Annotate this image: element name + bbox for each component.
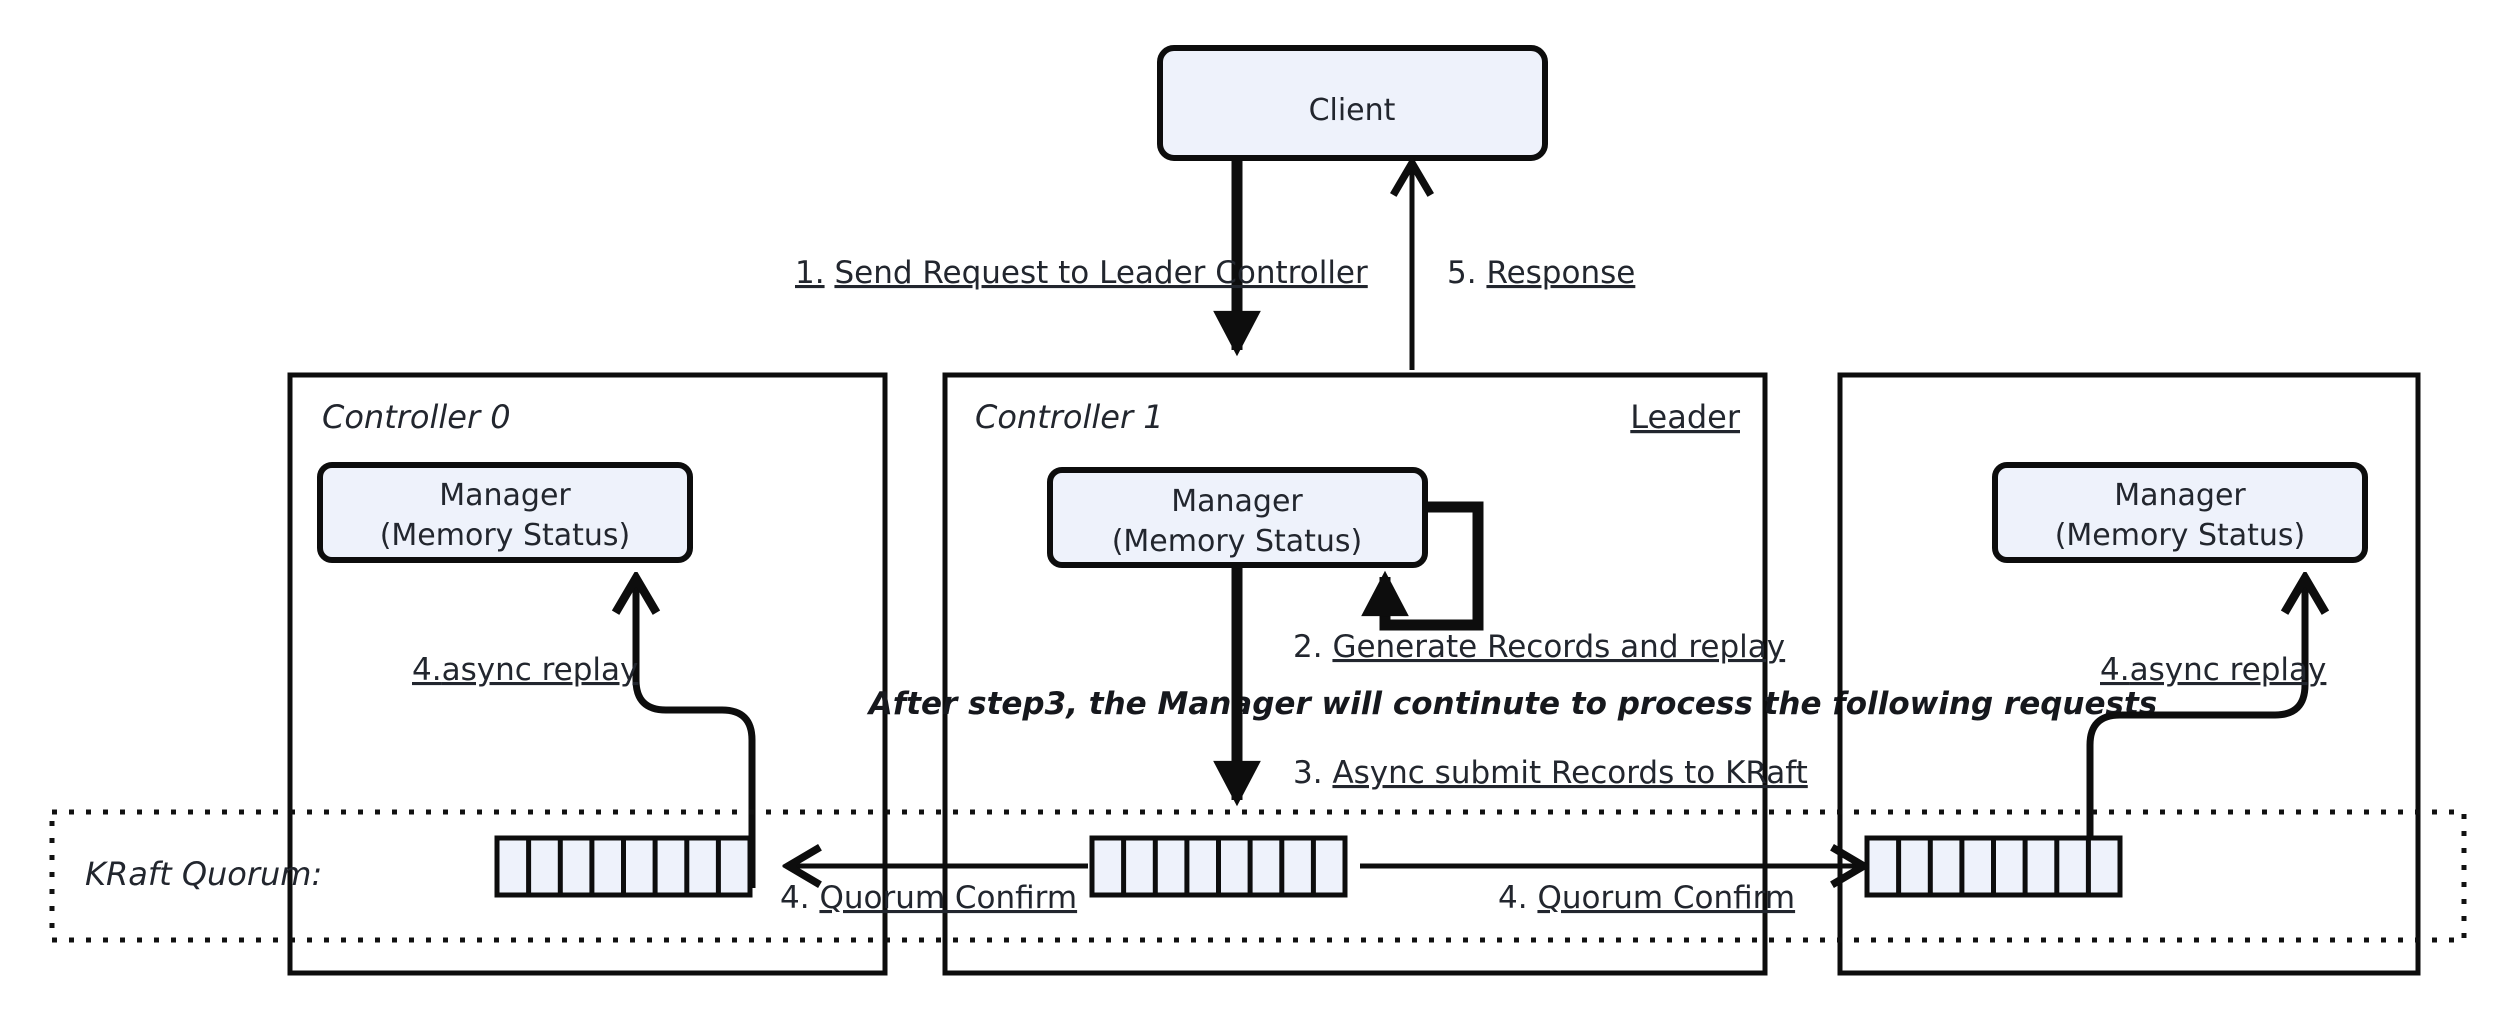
controller-2-manager-line1: Manager — [2114, 478, 2246, 513]
step2-label: 2. Generate Records and replay — [1293, 629, 1785, 665]
step4-left-text: Quorum Confirm — [819, 880, 1077, 916]
step3-number: 3. — [1293, 755, 1323, 791]
client-node[interactable]: Client — [1157, 45, 1548, 161]
controller-2-async-replay-num: 4. — [2100, 652, 2130, 688]
controller-2-box — [1837, 372, 2421, 976]
controller-1-title: Controller 1 — [975, 398, 1164, 436]
step4-left-number: 4. — [780, 880, 810, 916]
controller-1-box — [942, 372, 1768, 976]
step4-right-label: 4. Quorum Confirm — [1498, 880, 1795, 916]
step5-text: Response — [1486, 255, 1635, 291]
controller-0-manager-line2: (Memory Status) — [380, 518, 631, 553]
controller-1-leader-badge: Leader — [1630, 398, 1741, 436]
step2-text: Generate Records and replay — [1332, 629, 1785, 665]
log-segment-controller-2[interactable] — [1864, 835, 2123, 898]
step1-text: Send Request to Leader Controller — [834, 255, 1368, 291]
step3-text: Async submit Records to KRaft — [1332, 755, 1807, 791]
controller-0-title: Controller 0 — [322, 398, 511, 436]
step2-number: 2. — [1293, 629, 1323, 665]
step4-right-text: Quorum Confirm — [1537, 880, 1795, 916]
kraft-quorum-label: KRaft Quorum: — [85, 855, 322, 893]
controller-0[interactable]: Controller 0 Manager (Memory Status) — [287, 372, 888, 976]
controller-1[interactable]: Controller 1 Leader Manager (Memory Stat… — [942, 372, 1768, 976]
step4-right-number: 4. — [1498, 880, 1528, 916]
controller-0-manager-box[interactable] — [317, 462, 693, 563]
controller-2-async-replay-arrow — [2086, 580, 2305, 888]
step1-number: 1. — [795, 255, 825, 291]
controller-2-async-replay-text: async replay — [2130, 652, 2327, 688]
controller-0-async-replay-text: async replay — [442, 652, 639, 688]
process-note: After step3, the Manager will continute … — [866, 686, 2158, 722]
client-box — [1157, 45, 1548, 161]
controller-2-manager-box[interactable] — [1992, 462, 2368, 563]
controller-0-async-replay-label: 4.async replay — [412, 652, 638, 688]
controller-0-box — [287, 372, 888, 976]
kraft-quorum-band: KRaft Quorum: — [49, 809, 2467, 943]
kraft-quorum-border — [49, 809, 2467, 943]
step4-left-label: 4. Quorum Confirm — [780, 880, 1077, 916]
controller-0-async-replay-arrow — [636, 580, 756, 888]
controller-0-manager-line1: Manager — [439, 478, 571, 513]
step1-label: 1. Send Request to Leader Controller — [795, 255, 1368, 291]
step2-self-loop-arrow — [1361, 501, 1484, 631]
controller-0-async-replay-num: 4. — [412, 652, 442, 688]
log-segment-controller-0[interactable] — [494, 835, 753, 898]
controller-2[interactable]: Manager (Memory Status) — [1837, 372, 2421, 976]
step5-label: 5. Response — [1447, 255, 1635, 291]
controller-2-manager-line2: (Memory Status) — [2055, 518, 2306, 553]
log-segment-controller-1[interactable] — [1089, 835, 1348, 898]
controller-1-manager-line2: (Memory Status) — [1112, 524, 1363, 559]
client-label: Client — [1309, 93, 1396, 128]
controller-1-manager-line1: Manager — [1171, 484, 1303, 519]
step5-number: 5. — [1447, 255, 1477, 291]
controller-2-async-replay-label: 4.async replay — [2100, 652, 2326, 688]
step3-label: 3. Async submit Records to KRaft — [1293, 755, 1808, 791]
